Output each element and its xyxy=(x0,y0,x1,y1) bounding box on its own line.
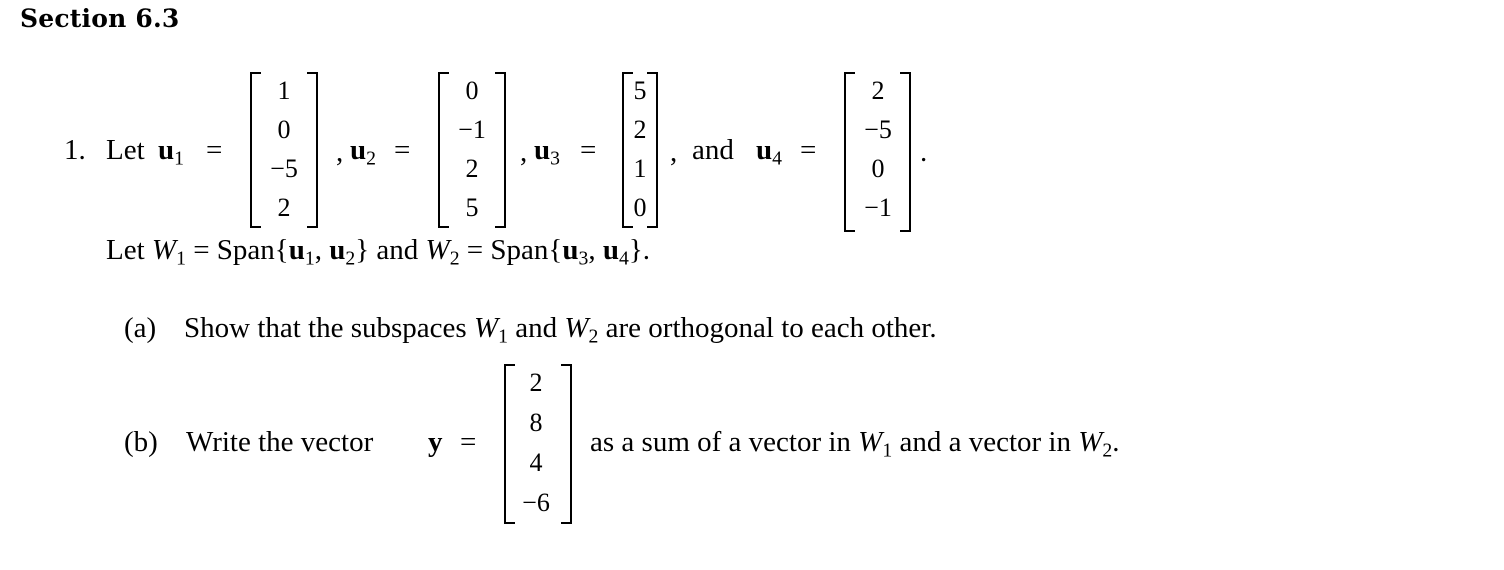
equals-sign: = xyxy=(394,134,411,166)
part-b-label: (b) xyxy=(124,426,158,458)
comma: , xyxy=(670,136,678,168)
equals-sign: = xyxy=(460,426,477,458)
part-a-text: Show that the subspaces W1 and W2 are or… xyxy=(184,312,937,348)
part-b-text: Write the vector xyxy=(186,426,374,458)
comma: , xyxy=(520,136,528,168)
problem-number: 1. xyxy=(64,134,86,166)
y-label: y xyxy=(428,426,443,458)
u4-label: u4 xyxy=(756,134,782,170)
span-definition: Let W1 = Span{u1, u2} and W2 = Span{u3, … xyxy=(106,234,650,270)
part-b-text-after: as a sum of a vector in W1 and a vector … xyxy=(590,426,1120,462)
part-a-label: (a) xyxy=(124,312,157,344)
and-word: and xyxy=(692,134,734,166)
section-heading: Section 6.3 xyxy=(20,4,180,33)
u2-label: u2 xyxy=(350,134,376,170)
u1-label: u1 xyxy=(158,134,184,170)
period: . xyxy=(920,136,928,168)
equals-sign: = xyxy=(580,134,597,166)
equals-sign: = xyxy=(206,134,223,166)
comma: , xyxy=(336,136,344,168)
let-word: Let xyxy=(106,134,145,166)
u3-label: u3 xyxy=(534,134,560,170)
equals-sign: = xyxy=(800,134,817,166)
